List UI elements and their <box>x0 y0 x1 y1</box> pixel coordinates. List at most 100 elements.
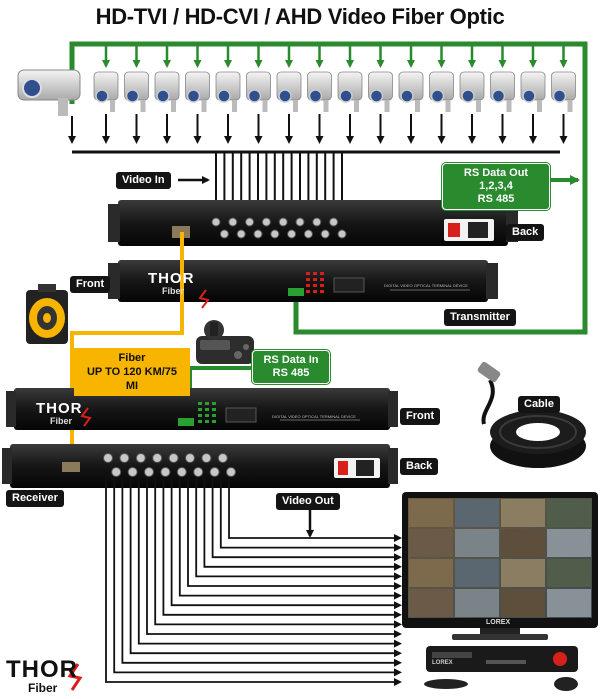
status-led <box>205 402 209 405</box>
bnc-port <box>209 467 220 477</box>
camera-mount <box>567 100 573 112</box>
transmitter-logo-sub: Fiber <box>162 286 185 296</box>
bnc-port <box>201 453 212 463</box>
camera-video-arrow <box>468 136 476 144</box>
camera-rs-arrow <box>346 60 354 68</box>
camera-rs-arrow <box>407 60 415 68</box>
bnc-port <box>144 467 154 477</box>
bnc-port <box>303 229 313 239</box>
camera-video-arrow <box>285 136 293 144</box>
dvr-brand-text: LOREX <box>432 660 453 666</box>
transmitter-bnc-ports <box>211 217 347 239</box>
video-out-cable <box>137 478 396 645</box>
video-out-arrow <box>394 620 402 629</box>
camera-video-arrow <box>193 136 202 144</box>
bnc-port <box>245 217 255 227</box>
camera-lens <box>247 89 262 103</box>
video-out-arrow <box>394 630 402 638</box>
fiber-label-line1: Fiber <box>118 352 146 364</box>
transmitter-brand-logo: THOR Fiber <box>148 271 195 296</box>
monitor-tile <box>409 529 453 557</box>
camera-lens <box>308 89 323 103</box>
receiver-panel-text: DIGITAL VIDEO OPTICAL TERMINAL DEVICE <box>272 414 356 419</box>
fiber-label-line2: UP TO 120 KM/75 MI <box>86 366 178 392</box>
monitor-tile <box>547 499 591 527</box>
camera-icon <box>93 71 119 112</box>
status-led <box>212 414 216 417</box>
camera-mount <box>293 100 298 112</box>
bnc-port <box>253 229 263 239</box>
camera-lens <box>522 89 536 103</box>
camera-icon <box>429 71 454 112</box>
receiver-logo-sub: Fiber <box>50 416 73 426</box>
transmitter-label: Transmitter <box>444 309 516 326</box>
monitor-screen-grid <box>409 499 591 617</box>
monitor-brand-text: LOREX <box>486 619 511 626</box>
status-led <box>313 272 317 275</box>
camera-mount <box>232 100 237 112</box>
monitor-tile <box>501 529 545 557</box>
footer-brand-logo: THOR Fiber <box>6 658 78 695</box>
camera-video-arrow <box>346 136 354 144</box>
status-led <box>320 290 324 293</box>
bnc-port <box>168 453 179 463</box>
bnc-port <box>226 467 236 477</box>
camera-rs-arrow <box>315 60 324 68</box>
camera-rs-arrow <box>254 60 263 68</box>
transmitter-back-unit <box>108 200 518 246</box>
camera-icon <box>185 71 210 112</box>
bnc-port <box>228 217 238 227</box>
video-out-arrow <box>394 553 402 562</box>
camera-lens <box>400 89 414 103</box>
status-led <box>205 420 209 423</box>
rs-data-in-label: RS Data In RS 485 <box>252 350 330 384</box>
monitor-icon <box>402 492 598 640</box>
video-out-arrow <box>394 610 402 619</box>
camera-mount <box>140 100 146 112</box>
camera-icon <box>246 71 271 112</box>
camera-large-mount <box>58 98 68 116</box>
camera-lens <box>95 89 109 103</box>
camera-rs-arrow <box>224 60 232 68</box>
camera-video-arrow <box>102 136 110 144</box>
bnc-port <box>287 229 297 239</box>
camera-icon <box>398 71 424 112</box>
video-out-arrow <box>394 534 402 542</box>
camera-rs-arrow <box>132 60 141 68</box>
transmitter-panel-text: DIGITAL VIDEO OPTICAL TERMINAL DEVICE <box>384 283 468 288</box>
video-out-arrow <box>394 582 402 590</box>
camera-icon <box>154 71 180 112</box>
camera-rs-arrow <box>102 60 110 68</box>
video-out-cable <box>154 478 396 626</box>
camera-rs-arrow <box>437 60 446 68</box>
coax-cable-icon <box>477 361 586 468</box>
camera-mount <box>323 100 329 112</box>
bnc-port <box>103 453 113 463</box>
bnc-port <box>152 453 163 463</box>
status-led <box>306 272 310 275</box>
camera-rs-arrow <box>285 60 293 68</box>
camera-lens <box>430 89 445 103</box>
camera-rs-arrow <box>529 60 537 68</box>
monitor-tile <box>455 529 499 557</box>
camera-video-arrow <box>437 136 446 144</box>
camera-icon <box>551 71 576 112</box>
camera-lens <box>552 89 567 103</box>
bnc-port <box>176 467 187 477</box>
monitor-tile <box>455 589 499 617</box>
camera-rs-arrow <box>163 60 171 68</box>
status-led <box>306 290 310 293</box>
camera-icon <box>124 71 149 112</box>
camera-lens <box>156 89 170 103</box>
rs-data-in-line1: RS Data In <box>263 354 319 366</box>
bnc-port <box>270 229 280 239</box>
monitor-tile <box>455 559 499 587</box>
camera-lens <box>278 89 292 103</box>
video-out-arrow <box>394 668 402 677</box>
status-led <box>313 278 317 281</box>
video-out-arrow <box>394 591 402 600</box>
camera-video-arrow <box>559 136 568 144</box>
monitor-tile <box>455 499 499 527</box>
bnc-port <box>193 467 204 477</box>
